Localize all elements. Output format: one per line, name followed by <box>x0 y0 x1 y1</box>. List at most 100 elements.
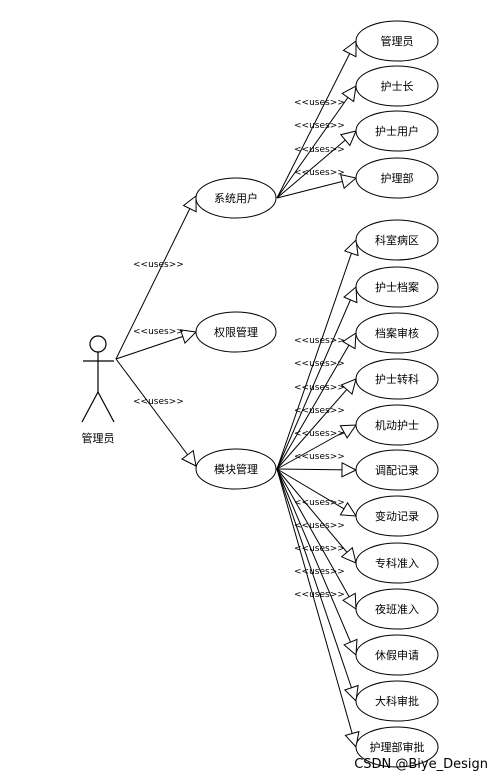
use-case-module-5-label: 调配记录 <box>375 464 419 477</box>
watermark: CSDN @Biye_Design <box>354 757 488 772</box>
use-case-module-10-label: 大科审批 <box>375 694 419 708</box>
use-case-user-3-label: 护理部 <box>381 171 414 185</box>
edge-module-5-arrow <box>341 462 358 478</box>
uses-label-module-0: <<uses>> <box>294 336 345 346</box>
use-case-module-9: 休假申请 <box>355 634 439 676</box>
use-case-module-5-shape <box>355 449 439 491</box>
edge-system-user-3-arrow <box>340 173 358 190</box>
uses-label-actor-2: <<uses>> <box>133 397 184 407</box>
edge-system-user-1-arrow <box>341 85 357 103</box>
use-case-module-6-shape <box>355 495 439 537</box>
actor <box>81 335 115 423</box>
edge-module-7-arrow <box>340 546 357 564</box>
use-case-user-0: 管理员 <box>355 20 439 62</box>
edge-system-user-2 <box>276 130 357 199</box>
edge-module-10 <box>276 468 357 702</box>
edge-module-9 <box>276 468 357 656</box>
use-case-module-11-label: 护理部审批 <box>370 740 425 754</box>
edge-module-1-arrow <box>343 285 358 304</box>
uses-label-system-user-0: <<uses>> <box>294 98 345 108</box>
use-case-permission-management-label: 权限管理 <box>214 325 258 339</box>
use-case-user-2: 护士用户 <box>355 110 439 152</box>
use-case-module-4-shape <box>355 404 439 446</box>
use-case-module-1: 护士档案 <box>355 266 439 308</box>
use-case-system-users-label: 系统用户 <box>214 191 258 205</box>
uses-label-module-3: <<uses>> <box>294 406 345 416</box>
use-case-user-2-shape <box>355 110 439 152</box>
use-case-module-4-label: 机动护士 <box>375 418 419 432</box>
use-case-module-2: 档案审核 <box>355 312 439 354</box>
edge-module-4 <box>276 424 357 470</box>
arrowheads <box>179 40 360 749</box>
use-case-module-3: 护士转科 <box>355 358 439 400</box>
relation-labels: <<uses>> <<uses>> <<uses>> <<uses>> <<uses>>… <box>133 98 345 600</box>
edge-module-3-arrow <box>340 378 357 396</box>
edge-system-user-0-arrow <box>342 40 357 58</box>
use-case-permission-management-shape <box>195 311 277 353</box>
use-case-module-7-shape <box>355 542 439 584</box>
use-case-user-0-label: 管理员 <box>381 34 414 48</box>
use-case-module-9-label: 休假申请 <box>375 648 419 662</box>
uses-label-module-6: <<uses>> <box>294 498 345 508</box>
use-case-module-8-shape <box>355 588 439 630</box>
uses-label-module-8: <<uses>> <box>294 544 345 554</box>
edge-module-6-arrow <box>339 501 357 517</box>
edge-module-8 <box>276 468 357 610</box>
use-case-module-4: 机动护士 <box>355 404 439 446</box>
use-case-module-0-shape <box>355 219 439 261</box>
uses-label-module-9: <<uses>> <box>294 567 345 577</box>
use-case-system-users-shape <box>195 177 277 219</box>
uses-label-module-1: <<uses>> <box>294 359 345 369</box>
uses-label-module-4: <<uses>> <box>294 429 345 439</box>
use-case-module-0: 科室病区 <box>355 219 439 261</box>
edge-actor-0 <box>115 195 197 360</box>
use-case-user-3-shape <box>355 157 439 199</box>
edge-actor-2 <box>115 358 197 467</box>
use-case-module-management-shape <box>195 448 277 490</box>
use-case-module-8-label: 夜班准入 <box>375 602 419 616</box>
edge-module-0-arrow <box>343 238 359 257</box>
edge-module-11-arrow <box>344 730 360 749</box>
use-case-module-3-label: 护士转科 <box>375 372 419 386</box>
use-case-module-2-shape <box>355 312 439 354</box>
use-case-module-5: 调配记录 <box>355 449 439 491</box>
use-case-user-1-shape <box>355 65 439 107</box>
use-case-module-10-shape <box>355 680 439 722</box>
use-case-user-3: 护理部 <box>355 157 439 199</box>
use-case-module-7: 专科准入 <box>355 542 439 584</box>
edge-module-10-arrow <box>343 684 359 703</box>
uses-label-module-10: <<uses>> <box>294 590 345 600</box>
edge-module-6 <box>276 468 357 517</box>
edge-module-9-arrow <box>343 638 358 657</box>
use-case-user-2-label: 护士用户 <box>375 124 419 138</box>
use-case-module-7-label: 专科准入 <box>375 556 419 570</box>
edge-module-11 <box>276 468 357 748</box>
edge-module-7 <box>276 468 357 564</box>
edge-module-2 <box>276 332 357 470</box>
edge-system-user-1 <box>276 85 357 199</box>
use-case-module-1-shape <box>355 266 439 308</box>
use-case-permission-management: 权限管理 <box>195 311 277 353</box>
use-case-module-6: 变动记录 <box>355 495 439 537</box>
use-case-user-0-shape <box>355 20 439 62</box>
use-case-module-11: 护理部审批 <box>355 726 439 768</box>
use-case-user-1-label: 护士长 <box>381 79 414 93</box>
edge-module-1 <box>276 286 357 470</box>
actor-head <box>89 335 107 353</box>
uses-label-module-2: <<uses>> <box>294 383 345 393</box>
edge-actor-0-arrow <box>182 194 197 213</box>
use-case-module-11-shape <box>355 726 439 768</box>
use-case-module-2-label: 档案审核 <box>375 326 419 340</box>
edge-module-4-arrow <box>339 424 357 439</box>
use-case-module-0-label: 科室病区 <box>375 233 419 247</box>
edge-actor-2-arrow <box>181 449 197 467</box>
use-case-module-9-shape <box>355 634 439 676</box>
use-case-nodes: 系统用户权限管理模块管理管理员护士长护士用户护理部科室病区护士档案档案审核护士转… <box>195 20 439 768</box>
uses-label-module-5: <<uses>> <box>294 452 345 462</box>
uses-label-system-user-2: <<uses>> <box>294 145 345 155</box>
edge-module-0 <box>276 239 357 470</box>
connector-lines <box>115 40 357 748</box>
use-case-module-1-label: 护士档案 <box>375 280 419 294</box>
edge-module-2-arrow <box>341 332 357 350</box>
